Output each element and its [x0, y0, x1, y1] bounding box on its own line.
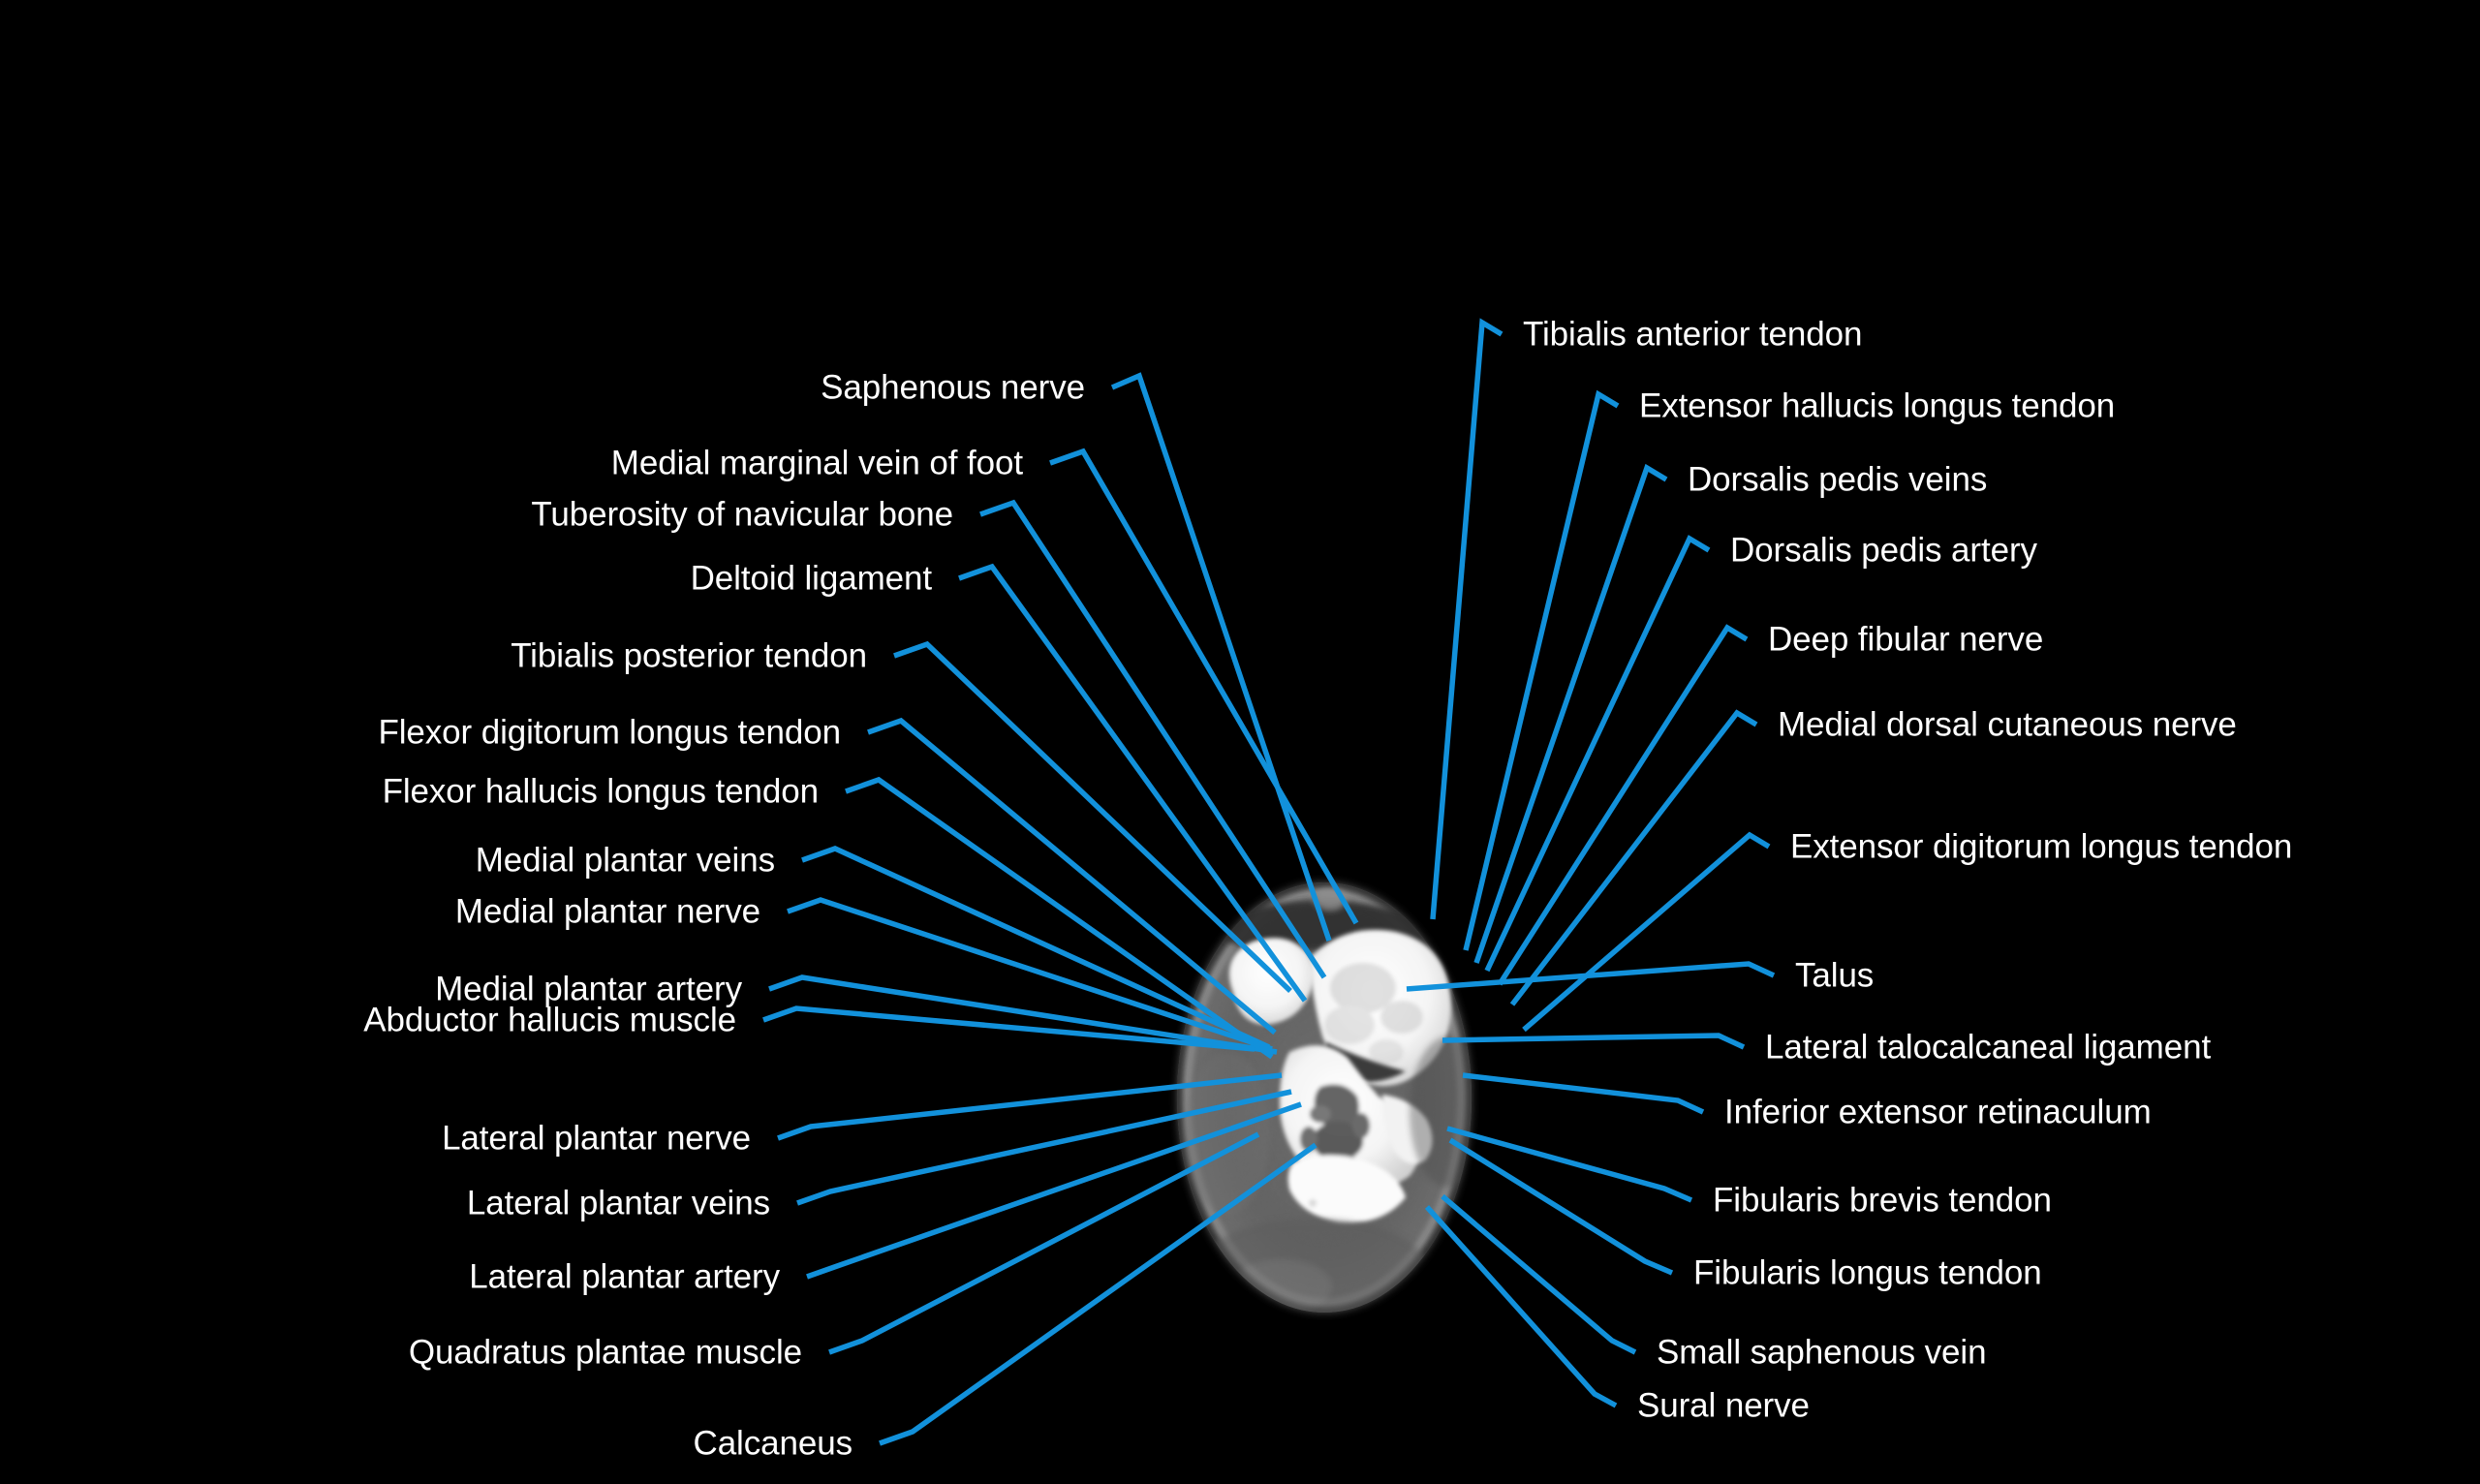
label-lateral-plantar-veins: Lateral plantar veins [466, 1184, 770, 1222]
label-tibialis-anterior-tendon: Tibialis anterior tendon [1523, 315, 1863, 354]
label-medial-plantar-veins: Medial plantar veins [475, 841, 775, 880]
label-tibialis-posterior-tendon: Tibialis posterior tendon [511, 636, 867, 675]
leader-line-extensor-digitorum-longus-tendon [1522, 831, 1771, 1033]
label-deep-fibular-nerve: Deep fibular nerve [1768, 620, 2044, 659]
label-abductor-hallucis-muscle: Abductor hallucis muscle [363, 1001, 736, 1039]
label-deltoid-ligament: Deltoid ligament [690, 559, 932, 598]
ct-scan-svg [1177, 882, 1472, 1313]
ct-scan-image [1119, 852, 1526, 1337]
label-medial-dorsal-cutaneous-nerve: Medial dorsal cutaneous nerve [1778, 705, 2237, 744]
label-extensor-hallucis-longus-tendon: Extensor hallucis longus tendon [1639, 386, 2116, 425]
label-medial-plantar-nerve: Medial plantar nerve [454, 892, 760, 931]
label-small-saphenous-vein: Small saphenous vein [1657, 1333, 1987, 1372]
label-quadratus-plantae-muscle: Quadratus plantae muscle [408, 1333, 802, 1372]
label-lateral-talocalcaneal-ligament: Lateral talocalcaneal ligament [1765, 1028, 2212, 1067]
label-medial-marginal-vein-of-foot: Medial marginal vein of foot [610, 444, 1023, 482]
label-lateral-plantar-artery: Lateral plantar artery [469, 1257, 780, 1296]
lateral-soft-tissue-region [1410, 1036, 1472, 1188]
leader-line-medial-dorsal-cutaneous-nerve [1509, 709, 1758, 1006]
label-fibularis-brevis-tendon: Fibularis brevis tendon [1713, 1181, 2052, 1220]
label-calcaneus: Calcaneus [693, 1424, 853, 1463]
label-fibularis-longus-tendon: Fibularis longus tendon [1693, 1253, 2042, 1292]
label-inferior-extensor-retinaculum: Inferior extensor retinaculum [1724, 1093, 2152, 1131]
label-dorsalis-pedis-artery: Dorsalis pedis artery [1730, 531, 2037, 570]
label-lateral-plantar-nerve: Lateral plantar nerve [442, 1119, 751, 1158]
label-tuberosity-of-navicular-bone: Tuberosity of navicular bone [531, 495, 953, 534]
abductor-hallucis-region [1185, 1052, 1270, 1215]
leader-line-deep-fibular-nerve [1497, 624, 1749, 986]
label-dorsalis-pedis-veins: Dorsalis pedis veins [1688, 460, 1988, 499]
label-medial-plantar-artery: Medial plantar artery [435, 970, 742, 1008]
label-flexor-digitorum-longus-tendon: Flexor digitorum longus tendon [378, 713, 841, 752]
label-flexor-hallucis-longus-tendon: Flexor hallucis longus tendon [382, 772, 820, 811]
leader-line-tibialis-anterior-tendon [1430, 318, 1504, 920]
label-saphenous-nerve: Saphenous nerve [821, 368, 1085, 407]
plantar-soft-tissue [1196, 1219, 1429, 1313]
label-sural-nerve: Sural nerve [1637, 1386, 1810, 1425]
label-extensor-digitorum-longus-tendon: Extensor digitorum longus tendon [1790, 827, 2293, 866]
label-talus: Talus [1795, 956, 1875, 995]
